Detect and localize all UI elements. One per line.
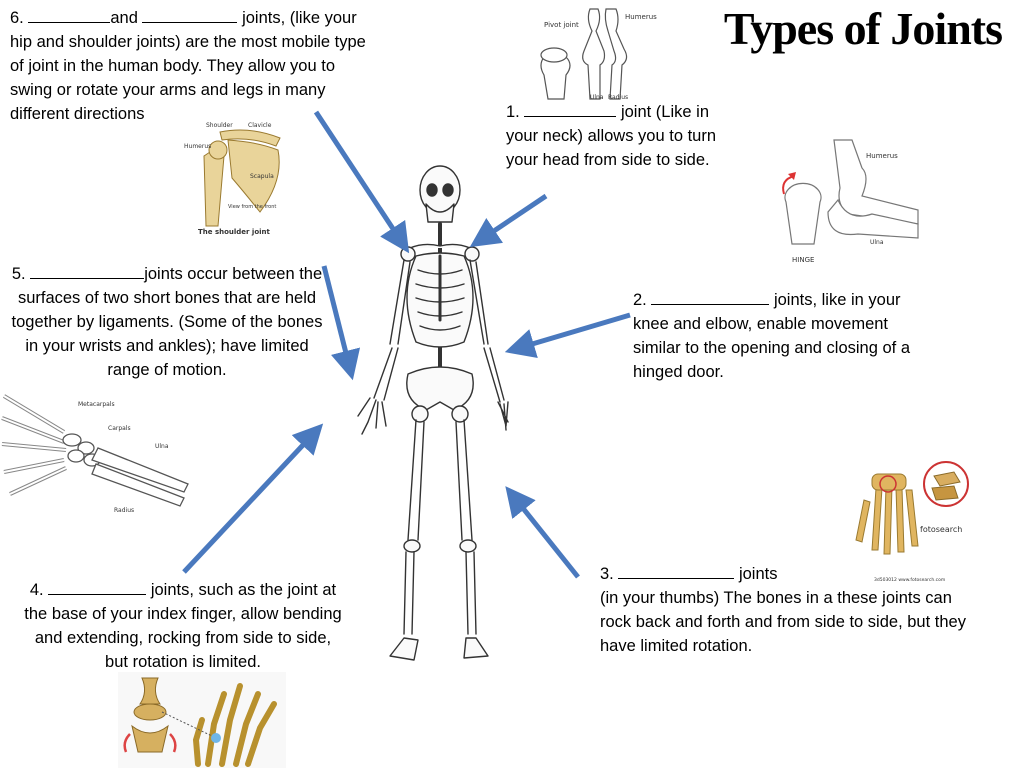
shoulder-joint-illustration: Shoulder Clavicle Humerus Scapula View f… <box>184 122 281 236</box>
blank-6b[interactable] <box>142 6 238 23</box>
arrow-4 <box>182 423 324 574</box>
note-6-ball-and-socket: 6. and joints, (like your hip and should… <box>10 6 380 126</box>
arrow-3 <box>505 486 580 579</box>
hinge-humerus-label: Humerus <box>866 152 898 160</box>
note-6-text: joints, (like your hip and shoulder join… <box>10 9 366 123</box>
pivot-humerus-label: Humerus <box>625 13 657 21</box>
note-1-text: joint (Like in your neck) allows you to … <box>506 103 717 169</box>
blank-6a[interactable] <box>28 6 111 23</box>
page-title: Types of Joints <box>723 3 1003 54</box>
arrow-1 <box>469 193 548 248</box>
note-1-number: 1. <box>506 103 520 121</box>
view-label: View from the front <box>228 204 276 210</box>
note-3-number: 3. <box>600 565 614 583</box>
arrow-2 <box>504 312 631 358</box>
note-4-condyloid: 4. joints, such as the joint at the base… <box>22 578 344 674</box>
blank-4[interactable] <box>48 578 147 595</box>
saddle-watermark: fotosearch <box>920 525 962 534</box>
note-6-mid: and <box>110 9 138 27</box>
wrist-radius-label: Radius <box>114 507 134 514</box>
arrow-5 <box>321 265 361 381</box>
note-4-text: joints, such as the joint at the base of… <box>24 581 342 671</box>
pivot-ulna-label: Ulna <box>590 94 604 101</box>
wrist-ulna-label: Ulna <box>155 443 169 450</box>
note-4-number: 4. <box>29 581 44 599</box>
shoulder-humerus-label: Humerus <box>184 143 211 150</box>
metacarpals-label: Metacarpals <box>78 401 115 408</box>
note-3-saddle: 3. joints (in your thumbs) The bones in … <box>600 562 980 658</box>
scapula-label: Scapula <box>250 173 274 180</box>
shoulder-label: Shoulder <box>206 122 233 129</box>
carpals-label: Carpals <box>108 425 131 432</box>
note-5-number: 5. <box>11 265 26 283</box>
note-5-gliding: 5. joints occur between the surfaces of … <box>6 262 328 382</box>
note-6-number: 6. <box>10 9 24 27</box>
blank-2[interactable] <box>651 288 770 305</box>
condyloid-joint-illustration <box>118 672 286 768</box>
blank-1[interactable] <box>524 100 617 117</box>
note-1-pivot: 1. joint (Like in your neck) allows you … <box>506 100 734 172</box>
saddle-code: 3d503012 www.fotosearch.com <box>874 577 945 583</box>
note-2-hinge: 2. joints, like in your knee and elbow, … <box>633 288 923 384</box>
note-2-text: joints, like in your knee and elbow, ena… <box>633 291 911 381</box>
pivot-joint-illustration: Pivot joint Humerus Ulna Radius <box>540 8 657 101</box>
note-3-line1: joints <box>738 565 778 583</box>
blank-5[interactable] <box>30 262 145 279</box>
hinge-ulna-label: Ulna <box>870 239 884 246</box>
pivot-radius-label: Radius <box>608 94 628 101</box>
hinge-label: HINGE <box>792 256 814 264</box>
clavicle-label: Clavicle <box>248 122 272 129</box>
saddle-joint-illustration: fotosearch 3d503012 www.fotosearch.com <box>855 461 969 583</box>
human-skeleton-illustration <box>357 165 509 661</box>
note-2-number: 2. <box>633 291 647 309</box>
arrow-6 <box>313 110 410 254</box>
shoulder-caption: The shoulder joint <box>198 228 271 236</box>
hinge-joint-illustration: Humerus Ulna HINGE <box>782 139 919 264</box>
pivot-label: Pivot joint <box>544 21 579 29</box>
note-3-text: (in your thumbs) The bones in a these jo… <box>600 589 966 655</box>
blank-3[interactable] <box>618 562 735 579</box>
wrist-bones-illustration: Metacarpals Carpals Ulna Radius <box>1 394 189 514</box>
note-5-text: joints occur between the surfaces of two… <box>11 265 323 379</box>
